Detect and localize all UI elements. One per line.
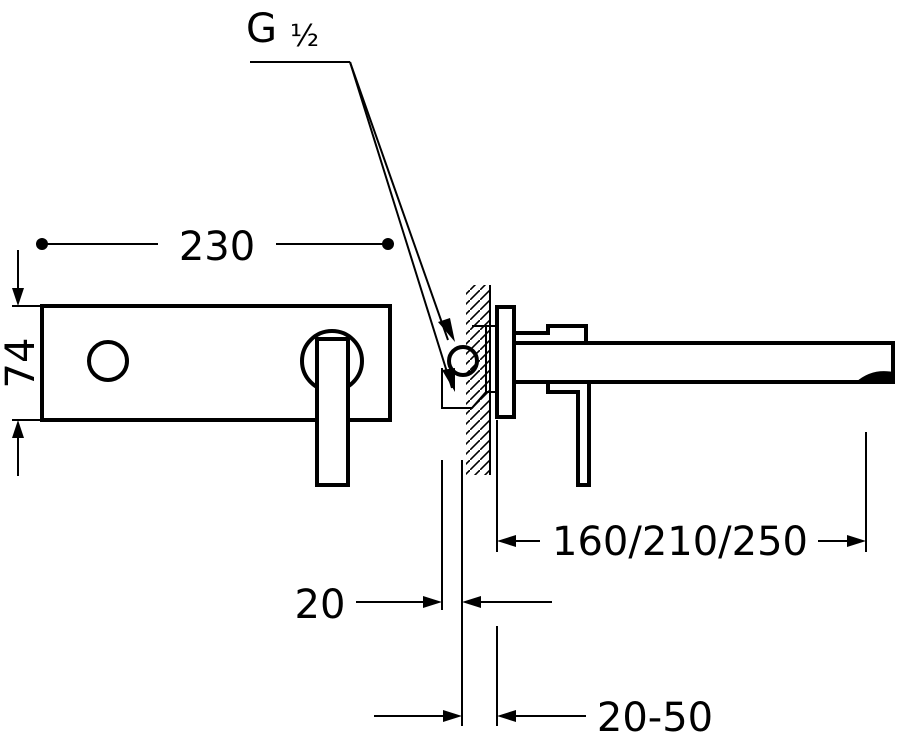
thread-arrow-1 bbox=[438, 318, 455, 342]
offset-arrow-right bbox=[462, 596, 481, 608]
wall-offset-label: 20 bbox=[295, 582, 346, 628]
plate-height-dimension: 74 bbox=[0, 250, 44, 476]
embed-depth-dimension: 20-50 bbox=[374, 626, 713, 736]
projection-arrow-left bbox=[497, 535, 516, 547]
depth-arrow-left bbox=[443, 710, 462, 722]
spout-projection-label: 160/210/250 bbox=[552, 519, 808, 565]
wall-plate bbox=[40, 304, 392, 422]
thread-prefix-label: G bbox=[246, 6, 277, 52]
plate-width-dimension: 230 bbox=[36, 224, 394, 270]
side-view bbox=[441, 285, 895, 487]
valve-body-outline bbox=[441, 325, 487, 409]
thread-leader-line-1 bbox=[349, 61, 449, 341]
lever-handle bbox=[315, 337, 350, 487]
side-plate bbox=[495, 305, 516, 419]
thread-leader-line-2 bbox=[349, 61, 453, 389]
spout bbox=[514, 341, 895, 384]
thread-callout: G ½ bbox=[246, 6, 455, 392]
height-dim-arrow-top bbox=[12, 288, 24, 306]
depth-arrow-right bbox=[497, 710, 516, 722]
offset-arrow-left bbox=[423, 596, 442, 608]
projection-arrow-right bbox=[847, 535, 866, 547]
spout-outlet bbox=[856, 371, 893, 382]
plate-width-label: 230 bbox=[179, 224, 255, 270]
diverter-knob bbox=[87, 340, 129, 382]
plate-height-label: 74 bbox=[0, 338, 44, 389]
valve-inlet-circle bbox=[447, 345, 479, 377]
spout-projection-dimension: 160/210/250 bbox=[496, 420, 867, 565]
thread-arrow-2 bbox=[442, 368, 455, 392]
thread-fraction-label: ½ bbox=[290, 19, 319, 54]
wall-offset-dimension: 20 bbox=[295, 460, 552, 726]
front-view bbox=[40, 304, 392, 487]
lever-cap bbox=[514, 324, 588, 343]
lever-side bbox=[546, 382, 591, 487]
embed-depth-label: 20-50 bbox=[597, 695, 713, 736]
